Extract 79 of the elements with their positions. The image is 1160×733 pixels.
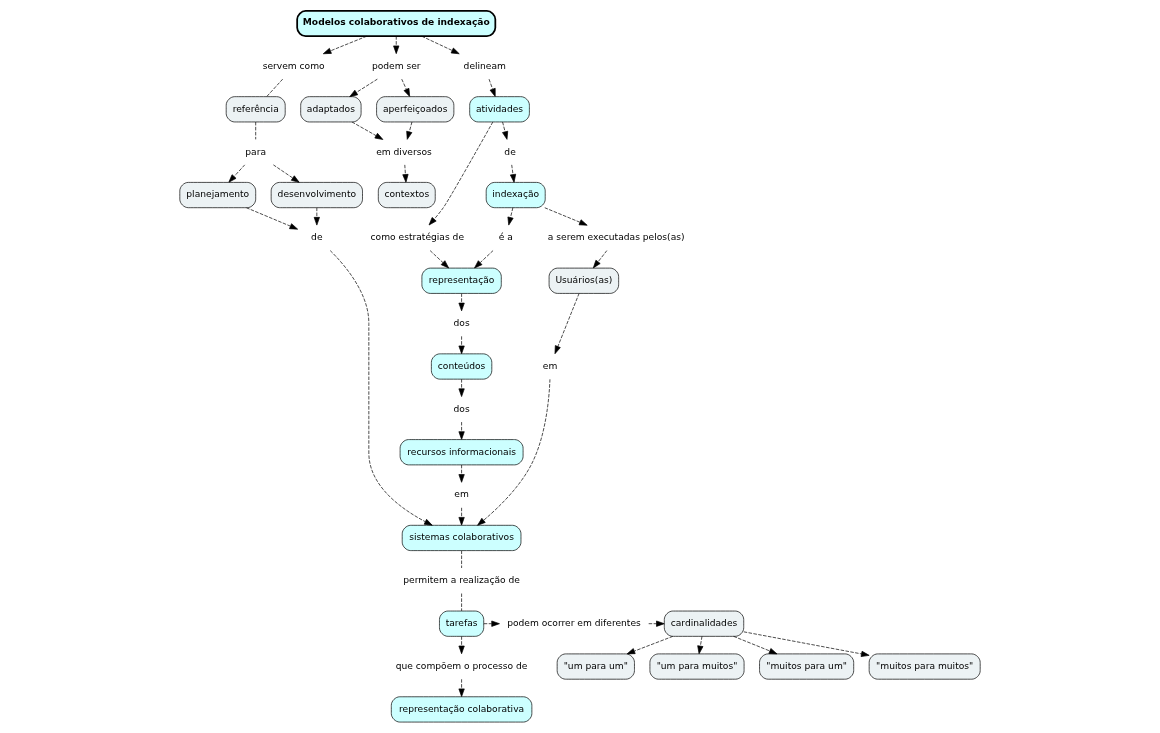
arrow [246,207,298,230]
arrow [592,250,608,269]
arrow [554,293,580,355]
connector [461,550,462,569]
arrow [228,164,246,183]
node-box: "um para um" [556,653,635,680]
node-box: recursos informacionais [399,439,524,466]
arrow [322,35,367,55]
node-box: Usuários(as) [548,267,619,294]
arrow [507,207,514,226]
node-box: planejamento [179,182,257,209]
node-text: permitem a realização de [403,575,520,586]
node-text: servem como [262,60,325,71]
node-text: como estratégias de [370,232,465,243]
arrow [458,421,465,440]
node-box: contextos [377,182,436,209]
node-text: é a [498,232,513,243]
arrow [349,78,378,97]
arrow [483,620,500,627]
arrow [544,207,588,226]
arrow [329,250,433,526]
node-box: Modelos colaborativos de indexação [296,10,497,38]
connector [255,121,257,140]
arrow [393,35,400,54]
node-box: cardinalidades [663,610,745,637]
arrow [502,121,509,140]
node-box: referência [225,96,286,123]
arrow [488,78,496,97]
arrow [743,631,870,657]
node-box: "um para muitos" [649,653,745,680]
node-text: em diversos [376,146,432,157]
arrow [458,378,465,397]
arrow [697,636,704,655]
node-text: em [542,360,558,371]
arrow [458,464,465,483]
node-text: de [311,232,323,243]
arrow [458,507,465,526]
arrow [273,164,300,183]
arrow [458,293,465,312]
arrow [510,164,517,183]
node-box: adaptados [300,96,362,123]
node-box: desenvolvimento [270,182,363,209]
arrow [351,121,384,140]
arrow [402,164,409,183]
arrow [458,335,465,355]
node-box: representação colaborativa [390,696,533,723]
arrow [626,636,674,655]
node-box: "muitos para muitos" [868,653,981,680]
node-text: delineam [463,60,506,71]
arrow [428,121,494,226]
node-text: que compõem o processo de [395,660,528,671]
node-box: tarefas [439,610,485,637]
node-box: atividades [469,96,530,123]
node-box: indexação [485,182,546,209]
arrow [313,207,320,226]
node-text: podem ocorrer em diferentes [507,618,641,629]
node-text: a serem executadas pelos(as) [547,232,685,243]
arrow [474,250,494,269]
node-text: podem ser [371,60,421,71]
node-text: para [245,146,267,157]
arrow [458,678,465,697]
arrow [429,250,449,269]
node-text: em [454,489,469,500]
node-text: dos [453,318,470,329]
node-text: de [504,146,516,157]
arrow [421,35,460,55]
node-box: representação [421,267,502,294]
node-box: sistemas colaborativos [401,524,522,551]
arrow [458,636,465,655]
node-box: conteúdos [431,353,493,380]
arrow [406,121,413,140]
arrow [648,620,665,627]
arrow [733,636,778,655]
node-box: aperfeiçoados [376,96,455,123]
arrow [477,379,551,526]
node-box: "muitos para um" [759,653,855,680]
connector [461,593,462,612]
arrow [401,78,411,97]
node-text: dos [453,403,470,414]
